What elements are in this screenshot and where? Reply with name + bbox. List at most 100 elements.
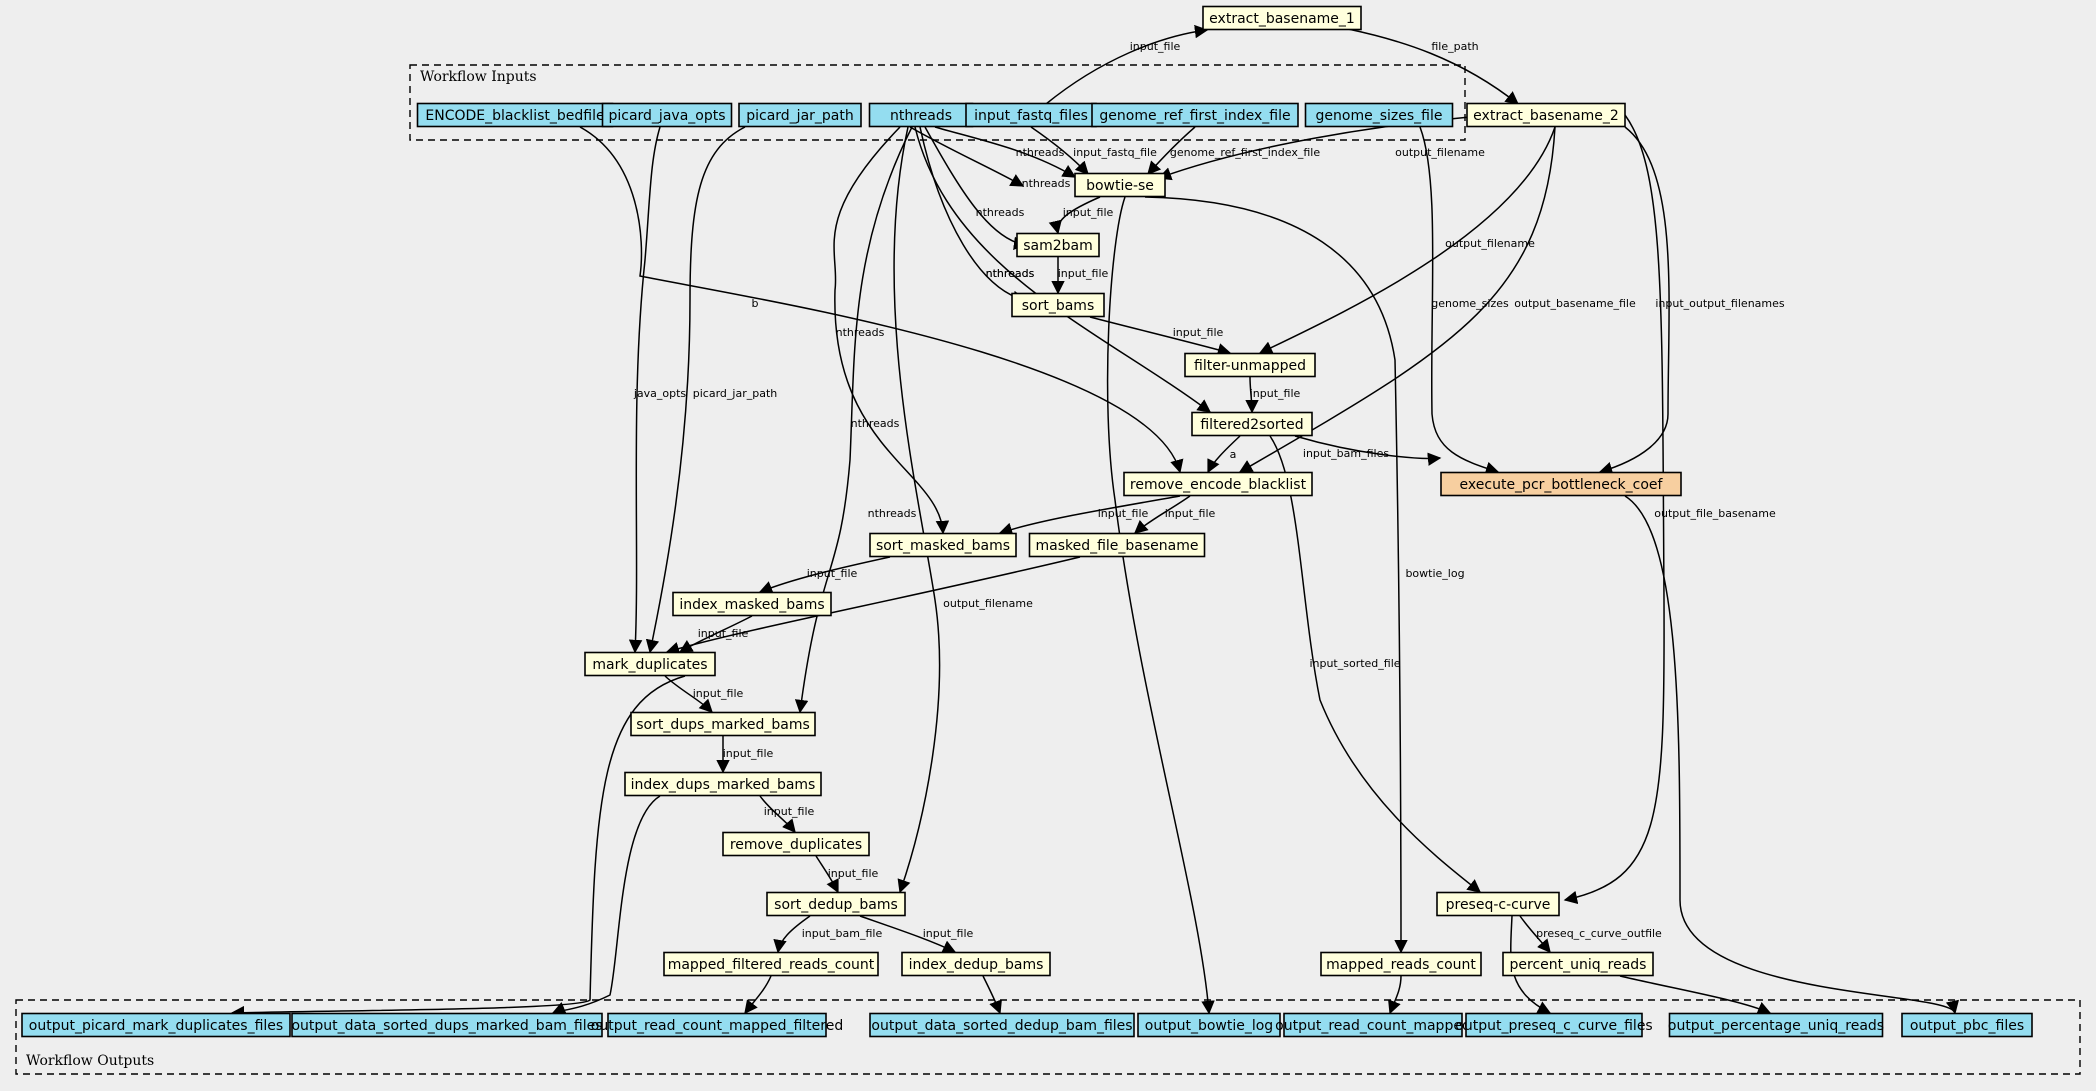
node-box[interactable] — [1091, 102, 1299, 128]
node-nthreads[interactable]: nthreads — [868, 102, 974, 128]
node-masked-file-basename[interactable]: masked_file_basename — [1028, 532, 1206, 558]
node-sort-bams[interactable]: sort_bams — [1011, 292, 1105, 318]
node-box[interactable] — [1436, 891, 1560, 917]
node-output-picard-mark-duplicates-files[interactable]: output_picard_mark_duplicates_files — [21, 1012, 291, 1038]
node-box[interactable] — [1440, 471, 1682, 497]
node-encode-blacklist-bedfile[interactable]: ENCODE_blacklist_bedfile — [416, 102, 614, 128]
node-box[interactable] — [607, 1012, 827, 1038]
node-output-pbc-files[interactable]: output_pbc_files — [1901, 1012, 2033, 1038]
node-mapped-reads-count[interactable]: mapped_reads_count — [1320, 951, 1482, 977]
edge-label-nthreads: nthreads — [836, 326, 885, 339]
node-output-preseq-c-curve-files[interactable]: output_preseq_c_curve_files — [1455, 1012, 1653, 1038]
edge-40 — [1519, 915, 1551, 954]
node-extract-basename-1[interactable]: extract_basename_1 — [1202, 5, 1362, 31]
node-box[interactable] — [738, 102, 862, 128]
node-box[interactable] — [624, 771, 822, 797]
node-mapped-filtered-reads-count[interactable]: mapped_filtered_reads_count — [663, 951, 879, 977]
node-sort-dups-marked-bams[interactable]: sort_dups_marked_bams — [630, 711, 816, 737]
node-extract-basename-2[interactable]: extract_basename_2 — [1466, 102, 1626, 128]
node-filter-unmapped[interactable]: filter-unmapped — [1184, 352, 1316, 378]
node-box[interactable] — [1304, 102, 1454, 128]
node-index-dups-marked-bams[interactable]: index_dups_marked_bams — [624, 771, 822, 797]
edge-27 — [628, 126, 661, 654]
node-output-read-count-mapped[interactable]: output_read_count_mapped — [1275, 1012, 1471, 1038]
node-box[interactable] — [722, 831, 870, 857]
node-box[interactable] — [1184, 352, 1316, 378]
node-filtered2sorted[interactable]: filtered2sorted — [1191, 411, 1313, 437]
node-box[interactable] — [1123, 471, 1313, 497]
node-box[interactable] — [1074, 172, 1166, 198]
node-output-data-sorted-dedup-bam-files[interactable]: output_data_sorted_dedup_bam_files — [869, 1012, 1135, 1038]
node-label: output_bowtie_log — [1145, 1018, 1273, 1034]
node-sam2bam[interactable]: sam2bam — [1016, 232, 1100, 258]
node-box[interactable] — [1465, 1012, 1643, 1038]
node-sort-masked-bams[interactable]: sort_masked_bams — [869, 532, 1017, 558]
node-remove-encode-blacklist[interactable]: remove_encode_blacklist — [1123, 471, 1313, 497]
node-box[interactable] — [869, 1012, 1135, 1038]
node-box[interactable] — [21, 1012, 291, 1038]
edge-label-b: b — [752, 297, 759, 310]
node-output-bowtie-log[interactable]: output_bowtie_log — [1137, 1012, 1281, 1038]
node-sort-dedup-bams[interactable]: sort_dedup_bams — [766, 891, 906, 917]
edge-5 — [934, 126, 1077, 178]
node-input-fastq-files[interactable]: input_fastq_files — [965, 102, 1097, 128]
node-box[interactable] — [1466, 102, 1626, 128]
edge-label-nthreads: nthreads — [868, 507, 917, 520]
node-box[interactable] — [1191, 411, 1313, 437]
edge-label-input-sorted-file: input_sorted_file — [1309, 657, 1400, 670]
node-mark-duplicates[interactable]: mark_duplicates — [584, 651, 716, 677]
edge-46 — [982, 975, 1002, 1015]
edge-label-genome-ref-first-index-file: genome_ref_first_index_file — [1170, 146, 1320, 159]
node-output-percentage-uniq-reads[interactable]: output_percentage_uniq_reads — [1668, 1012, 1884, 1038]
node-index-dedup-bams[interactable]: index_dedup_bams — [901, 951, 1051, 977]
node-percent-uniq-reads[interactable]: percent_uniq_reads — [1502, 951, 1654, 977]
node-genome-ref-first-index-file[interactable]: genome_ref_first_index_file — [1091, 102, 1299, 128]
node-box[interactable] — [1502, 951, 1654, 977]
node-label: output_picard_mark_duplicates_files — [29, 1018, 283, 1034]
edge-4 — [1147, 126, 1196, 176]
node-box[interactable] — [1137, 1012, 1281, 1038]
node-box[interactable] — [584, 651, 716, 677]
node-box[interactable] — [1011, 292, 1105, 318]
node-box[interactable] — [1202, 5, 1362, 31]
node-box[interactable] — [1028, 532, 1206, 558]
node-label: sam2bam — [1023, 238, 1093, 254]
node-genome-sizes-file[interactable]: genome_sizes_file — [1304, 102, 1454, 128]
node-label: extract_basename_2 — [1473, 108, 1619, 124]
node-bowtie-se[interactable]: bowtie-se — [1074, 172, 1166, 198]
workflow-inputs-cluster: Workflow Inputs — [409, 64, 1466, 141]
edge-label-input-file: input_file — [1173, 326, 1224, 339]
node-box[interactable] — [672, 591, 832, 617]
node-picard-jar-path[interactable]: picard_jar_path — [738, 102, 862, 128]
node-box[interactable] — [901, 951, 1051, 977]
edge-0 — [1045, 24, 1209, 105]
node-box[interactable] — [1668, 1012, 1884, 1038]
node-box[interactable] — [766, 891, 906, 917]
node-box[interactable] — [1283, 1012, 1463, 1038]
node-box[interactable] — [1901, 1012, 2033, 1038]
edge-20 — [1598, 126, 1670, 475]
node-preseq-c-curve[interactable]: preseq-c-curve — [1436, 891, 1560, 917]
node-output-data-sorted-dups-marked-bam-files[interactable]: output_data_sorted_dups_marked_bam_files — [291, 1012, 603, 1038]
node-box[interactable] — [630, 711, 816, 737]
node-box[interactable] — [291, 1012, 603, 1038]
edge-6 — [909, 126, 1025, 187]
node-box[interactable] — [663, 951, 879, 977]
node-execute-pcr-bottleneck-coef[interactable]: execute_pcr_bottleneck_coef — [1440, 471, 1682, 497]
node-box[interactable] — [869, 532, 1017, 558]
edge-35 — [773, 915, 811, 954]
node-picard-java-opts[interactable]: picard_java_opts — [601, 102, 733, 128]
node-box[interactable] — [1320, 951, 1482, 977]
edge-18 — [1294, 435, 1442, 466]
node-label: filtered2sorted — [1200, 417, 1303, 433]
edge-label-input-output-filenames: input_output_filenames — [1655, 297, 1785, 310]
node-box[interactable] — [1016, 232, 1100, 258]
edge-23 — [833, 126, 950, 535]
node-remove-duplicates[interactable]: remove_duplicates — [722, 831, 870, 857]
edge-label-nthreads: nthreads — [986, 267, 1035, 280]
node-output-read-count-mapped-filtered[interactable]: output_read_count_mapped_filtered — [591, 1012, 843, 1038]
node-box[interactable] — [601, 102, 733, 128]
node-index-masked-bams[interactable]: index_masked_bams — [672, 591, 832, 617]
edge-26 — [678, 615, 753, 653]
